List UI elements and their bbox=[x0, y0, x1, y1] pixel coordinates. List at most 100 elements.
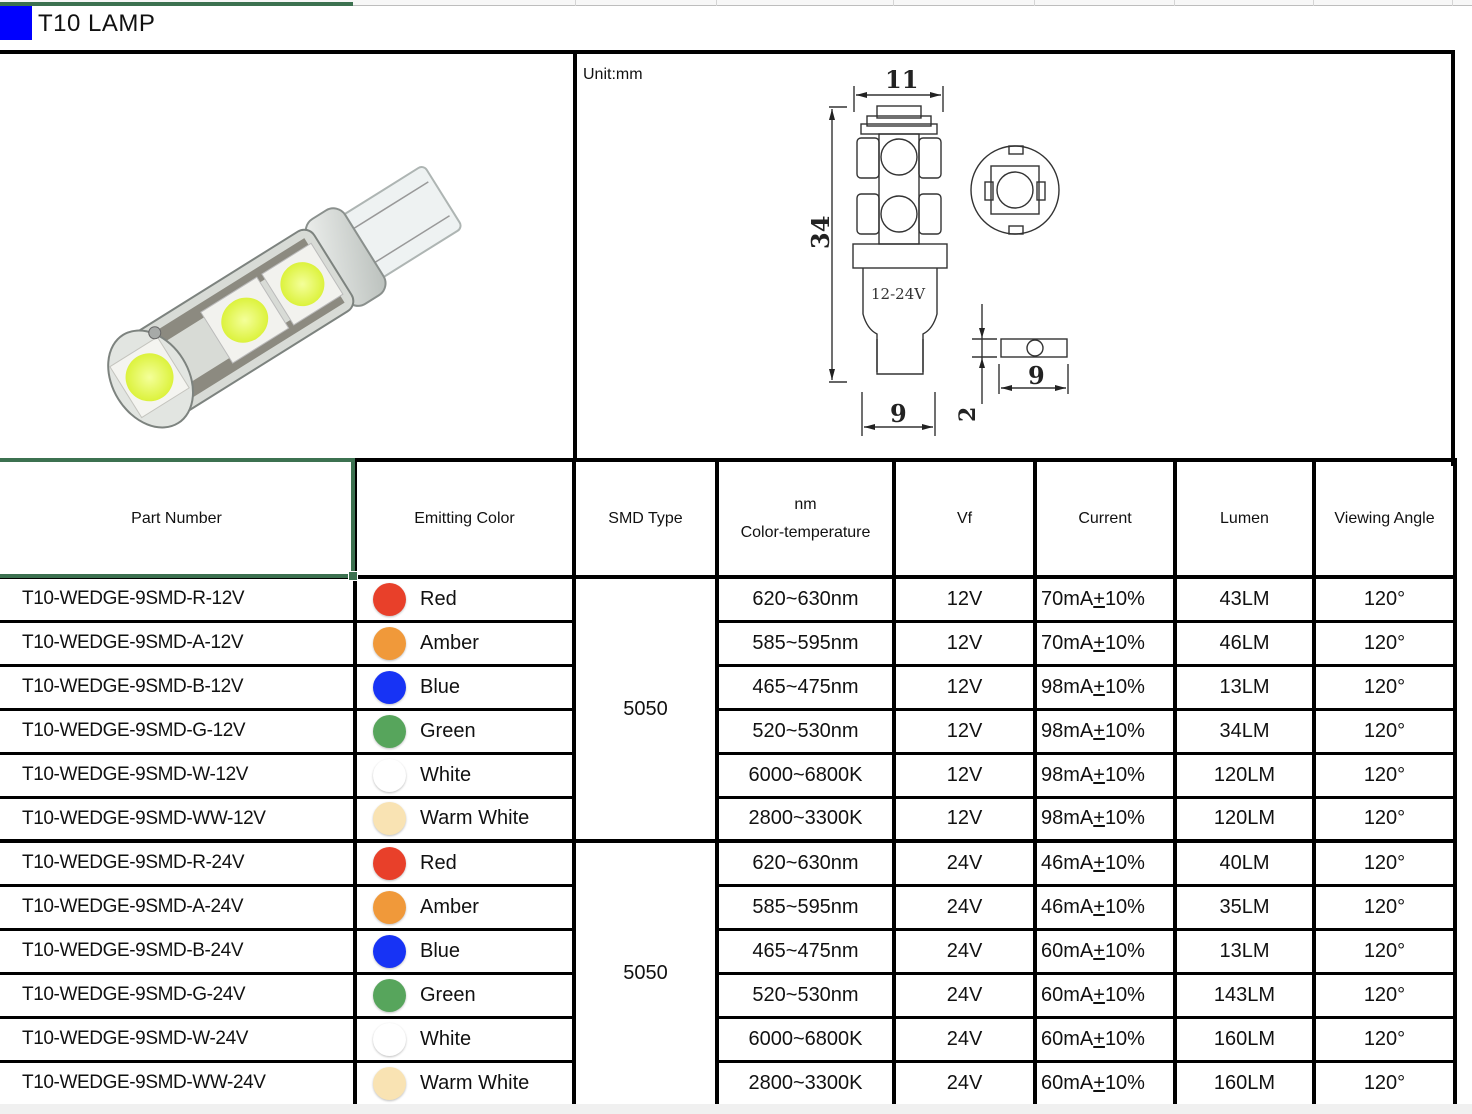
vf-cell[interactable]: 12V bbox=[892, 795, 1037, 843]
header-current[interactable]: Current bbox=[1033, 458, 1177, 579]
vf-cell[interactable]: 12V bbox=[892, 707, 1037, 755]
vf-cell[interactable]: 24V bbox=[892, 883, 1037, 931]
emitting-color-cell[interactable]: White bbox=[353, 1015, 576, 1063]
viewing-angle-cell[interactable]: 120° bbox=[1312, 751, 1457, 799]
lumen-cell[interactable]: 160LM bbox=[1173, 1015, 1316, 1063]
part-number-cell[interactable]: T10-WEDGE-9SMD-R-12V bbox=[0, 575, 357, 623]
part-number-cell[interactable]: T10-WEDGE-9SMD-WW-24V bbox=[0, 1059, 357, 1107]
color-swatch-icon bbox=[373, 846, 406, 880]
emitting-color-cell[interactable]: Red bbox=[353, 575, 576, 623]
header-lumen[interactable]: Lumen bbox=[1173, 458, 1316, 579]
vf-cell[interactable]: 24V bbox=[892, 1015, 1037, 1063]
lumen-cell[interactable]: 13LM bbox=[1173, 663, 1316, 711]
lumen-cell[interactable]: 46LM bbox=[1173, 619, 1316, 667]
current-cell[interactable]: 46mA+10% bbox=[1033, 883, 1177, 931]
selection-fill-handle[interactable] bbox=[348, 571, 358, 581]
header-wavelength-line1: nm bbox=[794, 495, 817, 513]
header-smd-type[interactable]: SMD Type bbox=[572, 458, 719, 579]
vf-cell[interactable]: 12V bbox=[892, 619, 1037, 667]
emitting-color-cell[interactable]: Green bbox=[353, 707, 576, 755]
wavelength-cell[interactable]: 585~595nm bbox=[715, 883, 896, 931]
vf-cell[interactable]: 24V bbox=[892, 927, 1037, 975]
lumen-cell[interactable]: 34LM bbox=[1173, 707, 1316, 755]
current-cell[interactable]: 98mA+10% bbox=[1033, 707, 1177, 755]
viewing-angle-cell[interactable]: 120° bbox=[1312, 795, 1457, 843]
lumen-cell[interactable]: 120LM bbox=[1173, 795, 1316, 843]
current-cell[interactable]: 60mA+10% bbox=[1033, 1059, 1177, 1107]
wavelength-cell[interactable]: 620~630nm bbox=[715, 839, 896, 887]
wavelength-cell[interactable]: 2800~3300K bbox=[715, 1059, 896, 1107]
emitting-color-cell[interactable]: Warm White bbox=[353, 1059, 576, 1107]
header-wavelength[interactable]: nm Color-temperature bbox=[715, 458, 896, 579]
current-cell[interactable]: 46mA+10% bbox=[1033, 839, 1177, 887]
emitting-color-cell[interactable]: Blue bbox=[353, 663, 576, 711]
wavelength-cell[interactable]: 2800~3300K bbox=[715, 795, 896, 843]
current-cell[interactable]: 70mA+10% bbox=[1033, 619, 1177, 667]
emitting-color-cell[interactable]: Green bbox=[353, 971, 576, 1019]
dimension-drawing-cell[interactable]: Unit:mm bbox=[573, 54, 1455, 462]
part-number-cell[interactable]: T10-WEDGE-9SMD-W-24V bbox=[0, 1015, 357, 1063]
viewing-angle-cell[interactable]: 120° bbox=[1312, 1059, 1457, 1107]
header-emitting-color[interactable]: Emitting Color bbox=[353, 458, 576, 579]
lumen-cell[interactable]: 143LM bbox=[1173, 971, 1316, 1019]
viewing-angle-cell[interactable]: 120° bbox=[1312, 575, 1457, 623]
lumen-cell[interactable]: 160LM bbox=[1173, 1059, 1316, 1107]
emitting-color-cell[interactable]: Blue bbox=[353, 927, 576, 975]
viewing-angle-cell[interactable]: 120° bbox=[1312, 971, 1457, 1019]
sheet-title: T10 LAMP bbox=[38, 10, 156, 37]
lumen-cell[interactable]: 35LM bbox=[1173, 883, 1316, 931]
header-viewing-angle[interactable]: Viewing Angle bbox=[1312, 458, 1457, 579]
part-number-cell[interactable]: T10-WEDGE-9SMD-W-12V bbox=[0, 751, 357, 799]
wavelength-cell[interactable]: 6000~6800K bbox=[715, 1015, 896, 1063]
current-cell[interactable]: 70mA+10% bbox=[1033, 575, 1177, 623]
viewing-angle-cell[interactable]: 120° bbox=[1312, 707, 1457, 755]
wavelength-cell[interactable]: 520~530nm bbox=[715, 971, 896, 1019]
part-number-cell[interactable]: T10-WEDGE-9SMD-R-24V bbox=[0, 839, 357, 887]
lumen-cell[interactable]: 13LM bbox=[1173, 927, 1316, 975]
current-cell[interactable]: 60mA+10% bbox=[1033, 927, 1177, 975]
wavelength-cell[interactable]: 465~475nm bbox=[715, 927, 896, 975]
emitting-color-cell[interactable]: Warm White bbox=[353, 795, 576, 843]
emitting-color-cell[interactable]: Amber bbox=[353, 883, 576, 931]
wavelength-cell[interactable]: 6000~6800K bbox=[715, 751, 896, 799]
vf-cell[interactable]: 24V bbox=[892, 839, 1037, 887]
current-cell[interactable]: 98mA+10% bbox=[1033, 795, 1177, 843]
viewing-angle-cell[interactable]: 120° bbox=[1312, 883, 1457, 931]
viewing-angle-cell[interactable]: 120° bbox=[1312, 839, 1457, 887]
lumen-cell[interactable]: 43LM bbox=[1173, 575, 1316, 623]
vf-cell[interactable]: 12V bbox=[892, 575, 1037, 623]
lumen-cell[interactable]: 40LM bbox=[1173, 839, 1316, 887]
emitting-color-cell[interactable]: Red bbox=[353, 839, 576, 887]
wavelength-cell[interactable]: 465~475nm bbox=[715, 663, 896, 711]
part-number-cell[interactable]: T10-WEDGE-9SMD-G-12V bbox=[0, 707, 357, 755]
current-cell[interactable]: 98mA+10% bbox=[1033, 751, 1177, 799]
viewing-angle-cell[interactable]: 120° bbox=[1312, 663, 1457, 711]
vf-cell[interactable]: 12V bbox=[892, 663, 1037, 711]
wavelength-cell[interactable]: 620~630nm bbox=[715, 575, 896, 623]
part-number-cell[interactable]: T10-WEDGE-9SMD-G-24V bbox=[0, 971, 357, 1019]
product-photo-cell[interactable] bbox=[0, 54, 573, 462]
part-number-cell[interactable]: T10-WEDGE-9SMD-A-24V bbox=[0, 883, 357, 931]
smd-type-cell[interactable]: 5050 bbox=[572, 839, 719, 1107]
part-number-cell[interactable]: T10-WEDGE-9SMD-A-12V bbox=[0, 619, 357, 667]
current-cell[interactable]: 60mA+10% bbox=[1033, 1015, 1177, 1063]
part-number-cell[interactable]: T10-WEDGE-9SMD-WW-12V bbox=[0, 795, 357, 843]
smd-type-cell[interactable]: 5050 bbox=[572, 575, 719, 843]
part-number-cell[interactable]: T10-WEDGE-9SMD-B-12V bbox=[0, 663, 357, 711]
wavelength-cell[interactable]: 585~595nm bbox=[715, 619, 896, 667]
lumen-cell[interactable]: 120LM bbox=[1173, 751, 1316, 799]
vf-cell[interactable]: 24V bbox=[892, 1059, 1037, 1107]
emitting-color-cell[interactable]: White bbox=[353, 751, 576, 799]
vf-cell[interactable]: 24V bbox=[892, 971, 1037, 1019]
vf-cell[interactable]: 12V bbox=[892, 751, 1037, 799]
part-number-cell[interactable]: T10-WEDGE-9SMD-B-24V bbox=[0, 927, 357, 975]
current-cell[interactable]: 98mA+10% bbox=[1033, 663, 1177, 711]
emitting-color-cell[interactable]: Amber bbox=[353, 619, 576, 667]
viewing-angle-cell[interactable]: 120° bbox=[1312, 619, 1457, 667]
viewing-angle-cell[interactable]: 120° bbox=[1312, 927, 1457, 975]
header-vf[interactable]: Vf bbox=[892, 458, 1037, 579]
viewing-angle-cell[interactable]: 120° bbox=[1312, 1015, 1457, 1063]
wavelength-cell[interactable]: 520~530nm bbox=[715, 707, 896, 755]
current-cell[interactable]: 60mA+10% bbox=[1033, 971, 1177, 1019]
header-part-number[interactable]: Part Number bbox=[0, 458, 357, 579]
